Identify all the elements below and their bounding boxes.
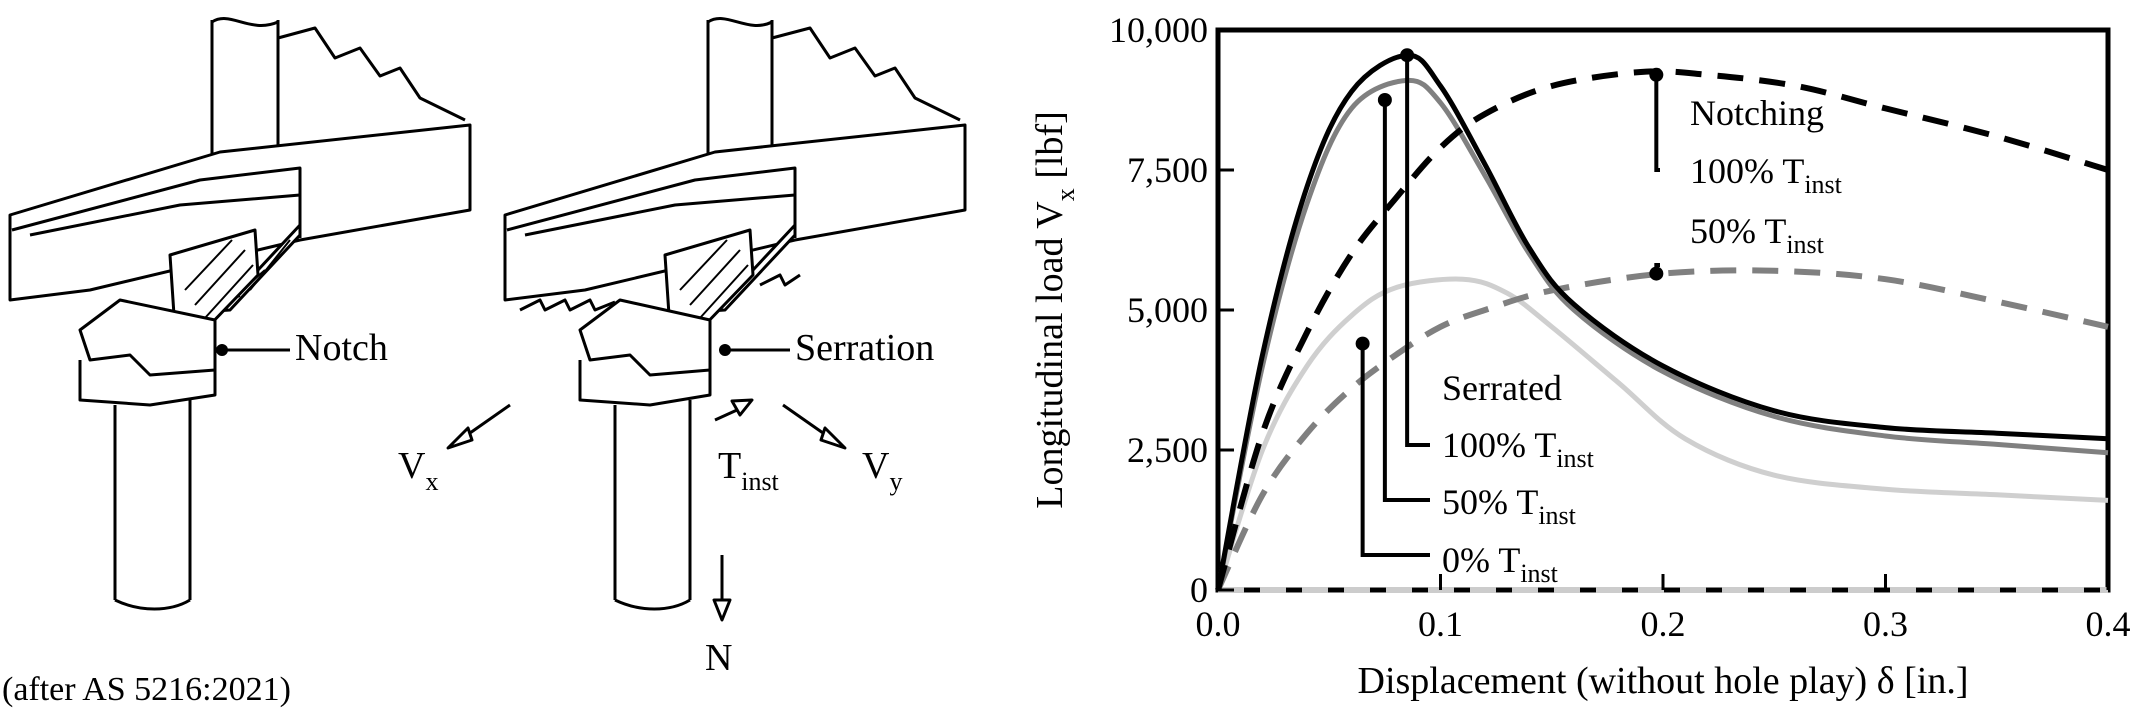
- annotation-leader: [1654, 74, 1660, 172]
- ann-notching-50-label: 50% Tinst: [1690, 211, 1825, 259]
- annotation-leader: [1654, 263, 1660, 274]
- x-tick-label: 0.0: [1196, 604, 1241, 644]
- source-note: (after AS 5216:2021): [2, 671, 291, 708]
- ann-notching-100-label: 100% Tinst: [1690, 151, 1843, 199]
- series-line-serrated-50: [1215, 77, 2109, 591]
- series-line-notching-50: [1215, 267, 2109, 592]
- notch-channel-drawing: [8, 17, 472, 611]
- tinst-label: Tinst: [718, 445, 780, 496]
- load-displacement-chart: 0.0 0.1 0.2 0.3 0.4 0 2,500 5,000 7,500 10,000 No…: [1029, 10, 2131, 702]
- x-axis-label: Displacement (without hole play) δ [in.]: [1358, 660, 1969, 702]
- channel-drawings: [8, 17, 967, 622]
- x-tick-label: 0.2: [1641, 604, 1686, 644]
- ann-serrated-100-label: 100% Tinst: [1442, 425, 1595, 473]
- y-tick-label: 2,500: [1127, 430, 1208, 470]
- series-line-serrated-0: [1215, 276, 2109, 591]
- series-layer: [1215, 52, 2109, 593]
- annotation-leader: [1382, 100, 1430, 502]
- x-tick-label: 0.3: [1863, 604, 1908, 644]
- ticks-layer: 0.0 0.1 0.2 0.3 0.4 0 2,500 5,000 7,500 10,000: [1109, 10, 2131, 644]
- notch-label: Notch: [295, 327, 388, 369]
- x-tick-label: 0.1: [1418, 604, 1463, 644]
- ann-serrated-0-label: 0% Tinst: [1442, 540, 1559, 588]
- x-tick-label: 0.4: [2086, 604, 2131, 644]
- y-axis-label: Longitudinal load Vx [lbf]: [1029, 111, 1080, 509]
- serration-label: Serration: [795, 327, 934, 369]
- serration-channel-drawing: [503, 17, 967, 611]
- series-line-serrated-100: [1215, 52, 2109, 591]
- series-line-notching-100: [1215, 68, 2109, 591]
- plot-frame: [1215, 27, 2111, 593]
- annotation-leader: [1360, 343, 1430, 557]
- ann-serrated-50-label: 50% Tinst: [1442, 482, 1577, 530]
- ann-serrated-label: Serrated: [1442, 368, 1562, 408]
- annotation-leader: [1405, 55, 1430, 447]
- y-tick-label: 10,000: [1109, 10, 1208, 50]
- n-label: N: [705, 637, 732, 679]
- y-tick-label: 7,500: [1127, 150, 1208, 190]
- y-tick-label: 5,000: [1127, 290, 1208, 330]
- vx-label: Vx: [398, 445, 438, 496]
- vy-label: Vy: [862, 445, 902, 496]
- y-tick-label: 0: [1190, 570, 1208, 610]
- ann-notching-label: Notching: [1690, 93, 1824, 133]
